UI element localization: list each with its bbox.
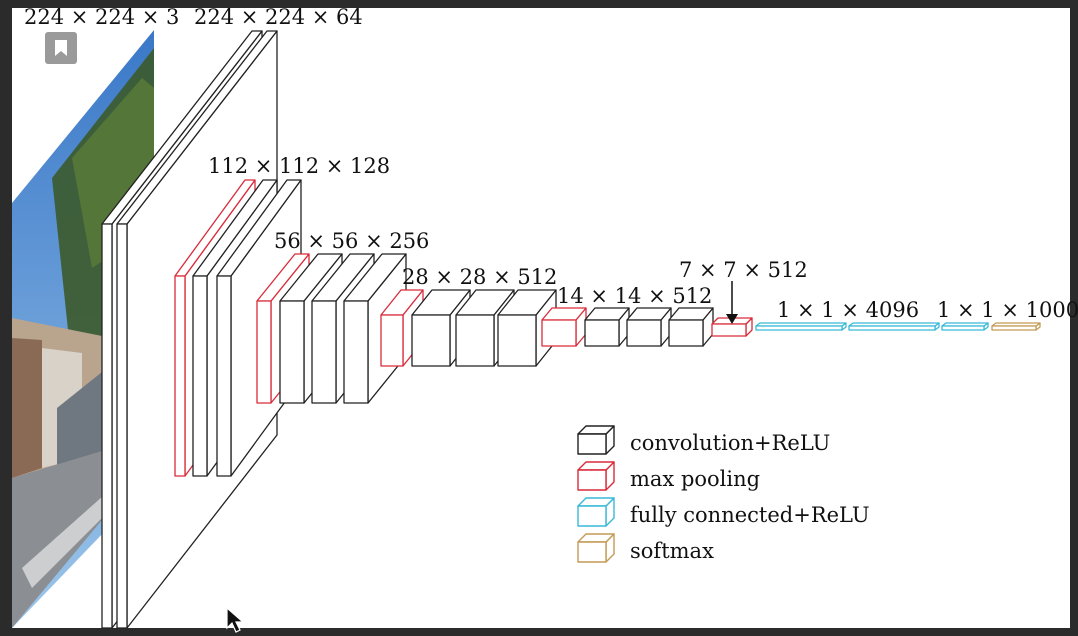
label-conv5-size: 14 × 14 × 512 [557,284,712,308]
label-pool5-size: 7 × 7 × 512 [679,258,808,282]
bookmark-button[interactable] [45,32,77,64]
conv5-block-2 [626,307,672,347]
softmax-block [991,322,1041,331]
fc2-block [848,322,940,331]
label-fc-size: 1 × 1 × 4096 [777,298,919,322]
conv5-block-1 [584,307,630,347]
conv5-block-3 [668,307,714,347]
label-softmax-size: 1 × 1 × 1000 [937,298,1078,322]
label-conv4-size: 28 × 28 × 512 [402,265,557,289]
legend-label-softmax: softmax [630,539,714,563]
arrow-7x7x512 [726,281,738,324]
label-conv3-size: 56 × 56 × 256 [274,229,429,253]
pool4-block [541,307,587,347]
fc3-block [941,322,989,331]
legend-swatch-fully-connected [577,497,615,527]
label-input-size: 224 × 224 × 3 [24,5,179,29]
vgg16-architecture-diagram: 224 × 224 × 3 224 × 224 × 64 112 × 112 ×… [12,5,1078,629]
label-conv2-size: 112 × 112 × 128 [208,154,390,178]
layer-labels: 224 × 224 × 3 224 × 224 × 64 112 × 112 ×… [24,5,1078,322]
legend-swatches [577,425,615,563]
legend-label-fully-connected: fully connected+ReLU [630,503,870,527]
label-conv1-size: 224 × 224 × 64 [194,5,363,29]
legend-swatch-softmax [577,533,615,563]
legend-label-max-pooling: max pooling [630,467,760,491]
bookmark-icon [55,40,67,56]
legend-swatch-convolution [577,425,615,455]
fc1-block [755,322,847,331]
mouse-cursor-icon [226,606,245,633]
legend-swatch-max-pooling [577,461,615,491]
layer-blocks [101,30,1041,629]
input-image [12,30,154,628]
legend-label-convolution: convolution+ReLU [630,431,830,455]
diagram-canvas: 224 × 224 × 3 224 × 224 × 64 112 × 112 ×… [12,5,1078,629]
legend: convolution+ReLU max pooling fully conne… [577,425,870,563]
